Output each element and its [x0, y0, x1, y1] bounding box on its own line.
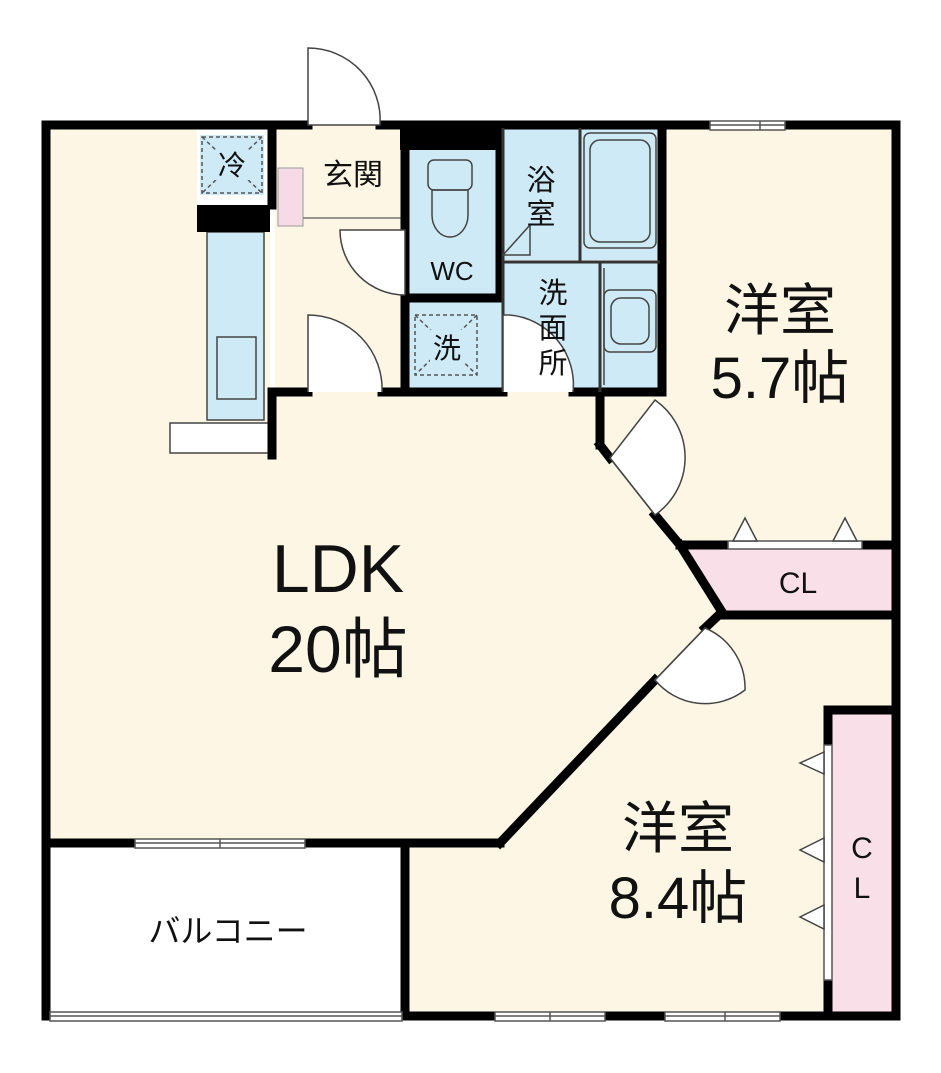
western-room-lower-name: 洋室 — [622, 797, 734, 862]
closet-upper-floor — [680, 545, 895, 612]
sink-icon — [603, 268, 657, 385]
fridge-space-icon — [201, 136, 263, 194]
toilet-icon — [427, 159, 473, 238]
washroom-label-3: 所 — [538, 346, 567, 380]
closet-upper-label: CL — [779, 567, 817, 600]
western-room-lower-size: 8.4帖 — [609, 866, 748, 931]
closet-lower-floor — [828, 712, 894, 1012]
western-room-upper-size: 5.7帖 — [711, 346, 850, 411]
kitchen-sink-icon — [216, 336, 257, 400]
balcony-label: バルコニー — [148, 912, 307, 950]
ldk-name: LDK — [272, 531, 404, 607]
bathtub-icon — [583, 132, 657, 249]
entrance-label: 玄関 — [323, 158, 383, 193]
walls — [41, 120, 901, 1021]
washroom-label-1: 洗 — [538, 276, 567, 310]
kitchen-counter — [206, 231, 265, 421]
shoe-box — [277, 167, 304, 227]
kitchen-counter-end — [169, 422, 271, 454]
western-room-lower-floor — [405, 615, 895, 1012]
closet-door-markers — [731, 516, 859, 931]
washer-label: 洗 — [433, 332, 461, 365]
window-icon — [49, 120, 863, 1022]
door-leaves — [609, 457, 706, 681]
balcony-floor — [47, 846, 402, 1014]
closet-lower-label-2: L — [854, 872, 871, 905]
door-swing-icon — [307, 47, 746, 705]
bathroom-label-1: 浴 — [526, 163, 555, 197]
ldk-size: 20帖 — [268, 612, 407, 686]
range-hood — [197, 205, 270, 232]
fridge-label: 冷 — [218, 149, 246, 182]
wall-block — [400, 125, 503, 150]
western-room-upper-name: 洋室 — [724, 279, 836, 344]
toilet-label: WC — [430, 256, 473, 286]
closet-lower-label-1: C — [851, 832, 873, 865]
washroom-label-2: 面 — [538, 311, 567, 345]
bathroom-label-2: 室 — [526, 197, 555, 231]
